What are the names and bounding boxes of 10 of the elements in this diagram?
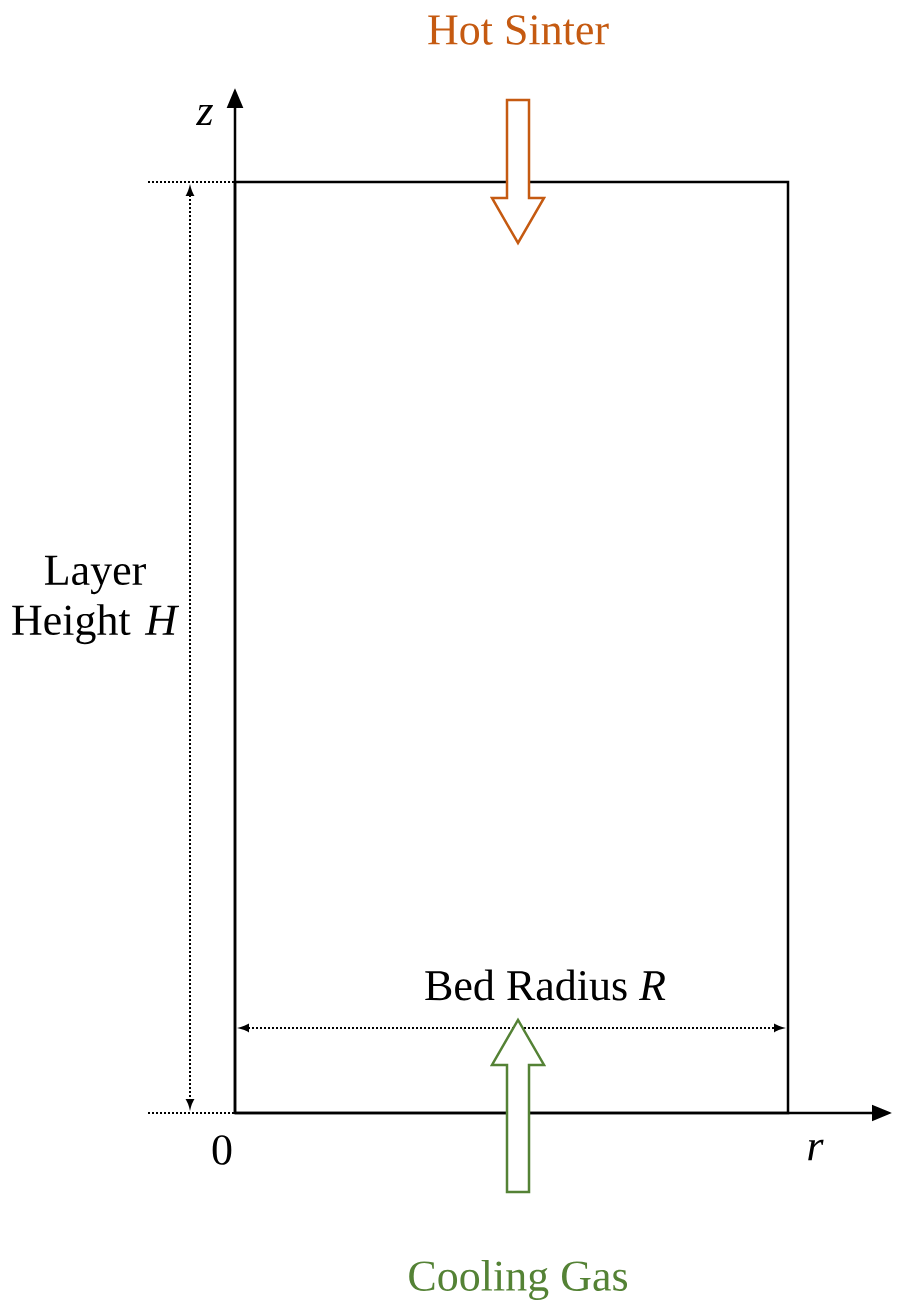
axis-label: Layer Height H — [12, 555, 180, 645]
block-arrow — [489, 98, 547, 246]
block-arrow — [489, 1017, 547, 1194]
axis-label: z — [195, 104, 213, 126]
flow-label: Cooling Gas — [409, 1260, 628, 1300]
axis-label: Bed Radius R — [425, 969, 666, 1001]
axis-label: r — [808, 1139, 824, 1161]
flow-label: Hot Sinter — [428, 15, 609, 45]
bed-rectangle — [233, 180, 790, 1115]
axis-label: 0 — [212, 1135, 232, 1165]
